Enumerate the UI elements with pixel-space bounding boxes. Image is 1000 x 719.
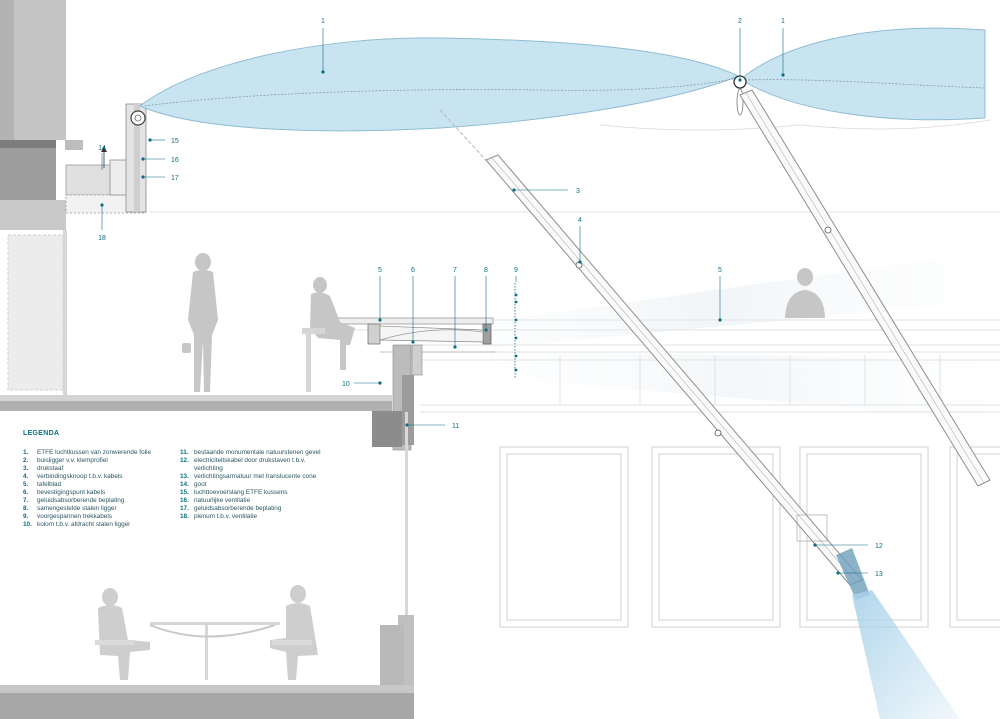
legend-item: 18. plenum t.b.v. ventilatie	[180, 513, 330, 521]
legend-text: luchttoevoerslang ETFE kussens	[194, 489, 288, 496]
callout-4: 4	[578, 217, 582, 224]
legend-item: 13. verlichtingsarmatuur met translucente…	[180, 473, 330, 481]
legend-number: 13.	[180, 473, 189, 480]
legend-number: 4.	[23, 473, 29, 480]
legend-item: 11. bestaande monumentale natuurstenen ge…	[180, 449, 330, 457]
wall-panels	[499, 446, 1000, 628]
person-standing	[182, 253, 218, 392]
etfe-cushion-large	[139, 37, 740, 132]
legend-text: natuurlijke ventilatie	[194, 497, 251, 504]
legend-number: 15.	[180, 489, 189, 496]
leader-dots	[100, 70, 840, 575]
legend-column-right: 11. bestaande monumentale natuurstenen ge…	[180, 449, 330, 521]
legend-column-left: 1.ETFE luchtkussen van zonwerende folie …	[23, 449, 173, 529]
legend-text: bevestigingspunt kabels	[37, 489, 106, 496]
callout-10: 10	[342, 381, 350, 388]
callout-labels: 1 2 1 3 4 5 6 7 8 9 5 10 11 12 13 14 15 …	[98, 18, 883, 578]
callout-1-left: 1	[321, 18, 325, 25]
legend: LEGENDA 1. ETFE luchtkussen van zonwerend…	[23, 430, 353, 528]
legend-text: plenum t.b.v. ventilatie	[194, 513, 258, 520]
legend-number: 18.	[180, 513, 189, 520]
callout-12: 12	[875, 543, 883, 550]
legend-number: 3.	[23, 465, 29, 472]
gutter-detail	[65, 103, 147, 214]
legend-number: 5.	[23, 481, 29, 488]
callout-15: 15	[171, 138, 179, 145]
legend-text: verlichtingsarmatuur met translucente co…	[194, 473, 317, 480]
legend-text: geluidsabsorberende beplating	[37, 497, 125, 504]
legend-text: tafelblad	[37, 481, 62, 488]
legend-text: goot	[194, 481, 207, 488]
legend-number: 16.	[180, 497, 189, 504]
legend-number: 11.	[180, 449, 189, 456]
callout-18: 18	[98, 235, 106, 242]
legend-item: 8. samengestelde stalen ligger	[23, 505, 173, 513]
people-silhouettes	[95, 253, 825, 680]
callout-14: 14	[98, 145, 106, 152]
legend-text: voorgespannen trekkabels	[37, 513, 112, 520]
legend-number: 2.	[23, 457, 29, 464]
legend-text: bestaande monumentale natuurstenen gevel	[194, 449, 321, 456]
etfe-cushion-small	[741, 27, 986, 121]
legend-text: samengestelde stalen ligger	[37, 505, 117, 512]
callout-13: 13	[875, 571, 883, 578]
legend-item: 14. goot	[180, 481, 330, 489]
legend-item: 7. geluidsabsorberende beplating	[23, 497, 173, 505]
callout-9: 9	[514, 267, 518, 274]
light-cone-beam	[852, 590, 960, 719]
person-head-right	[785, 268, 825, 318]
callout-11: 11	[452, 423, 459, 430]
callout-17: 17	[171, 175, 179, 182]
light-sweeps	[430, 250, 1000, 420]
leader-lines	[101, 28, 868, 574]
legend-item: 5. tafelblad	[23, 481, 173, 489]
legend-item: 17. geluidsabsorberende beplating	[180, 505, 330, 513]
legend-number: 8.	[23, 505, 29, 512]
legend-text: buisligger v.v. klemprofiel	[37, 457, 108, 464]
legend-item: 16. natuurlijke ventilatie	[180, 497, 330, 505]
legend-number: 14.	[180, 481, 189, 488]
person-seated-table	[302, 277, 355, 392]
legend-item: 10. kolom t.b.v. afdracht stalen ligger	[23, 521, 173, 529]
legend-text: drukstaaf	[37, 465, 64, 472]
legend-item: 3. drukstaaf	[23, 465, 173, 473]
legend-item: 15. luchttoevoerslang ETFE kussens	[180, 489, 330, 497]
callout-1-right: 1	[781, 18, 785, 25]
legend-number: 6.	[23, 489, 29, 496]
legend-title: LEGENDA	[23, 430, 60, 437]
floor-slabs	[0, 375, 414, 719]
legend-number: 1.	[23, 449, 29, 456]
legend-number: 17.	[180, 505, 189, 512]
callout-5-right: 5	[718, 267, 722, 274]
legend-text: ETFE luchtkussen van zonwerende folie	[37, 449, 152, 456]
legend-text: kolom t.b.v. afdracht stalen ligger	[37, 521, 131, 528]
callout-6: 6	[411, 267, 415, 274]
legend-text: verbindingsknoop t.b.v. kabels	[37, 473, 123, 480]
people-meeting	[95, 585, 318, 680]
callout-5-left: 5	[378, 267, 382, 274]
existing-building-left	[0, 0, 83, 395]
legend-number: 9.	[23, 513, 29, 520]
legend-item: 6. bevestigingspunt kabels	[23, 489, 173, 497]
callout-2: 2	[738, 18, 742, 25]
callout-16: 16	[171, 157, 179, 164]
legend-item: 9. voorgespannen trekkabels	[23, 513, 173, 521]
legend-text: electriciteitskabel door drukstaven t.b.…	[194, 457, 306, 472]
callout-7: 7	[453, 267, 457, 274]
etfe-cushions	[139, 27, 986, 132]
legend-item: 12. electriciteitskabel door drukstaven t…	[180, 457, 330, 473]
legend-number: 10.	[23, 521, 32, 528]
legend-number: 7.	[23, 497, 29, 504]
legend-item: 1. ETFE luchtkussen van zonwerende folie	[23, 449, 173, 457]
callout-8: 8	[484, 267, 488, 274]
callout-3: 3	[576, 188, 580, 195]
legend-item: 2. buisligger v.v. klemprofiel	[23, 457, 173, 465]
legend-text: geluidsabsorberende beplating	[194, 505, 282, 512]
legend-number: 12.	[180, 457, 189, 464]
legend-item: 4. verbindingsknoop t.b.v. kabels	[23, 473, 173, 481]
